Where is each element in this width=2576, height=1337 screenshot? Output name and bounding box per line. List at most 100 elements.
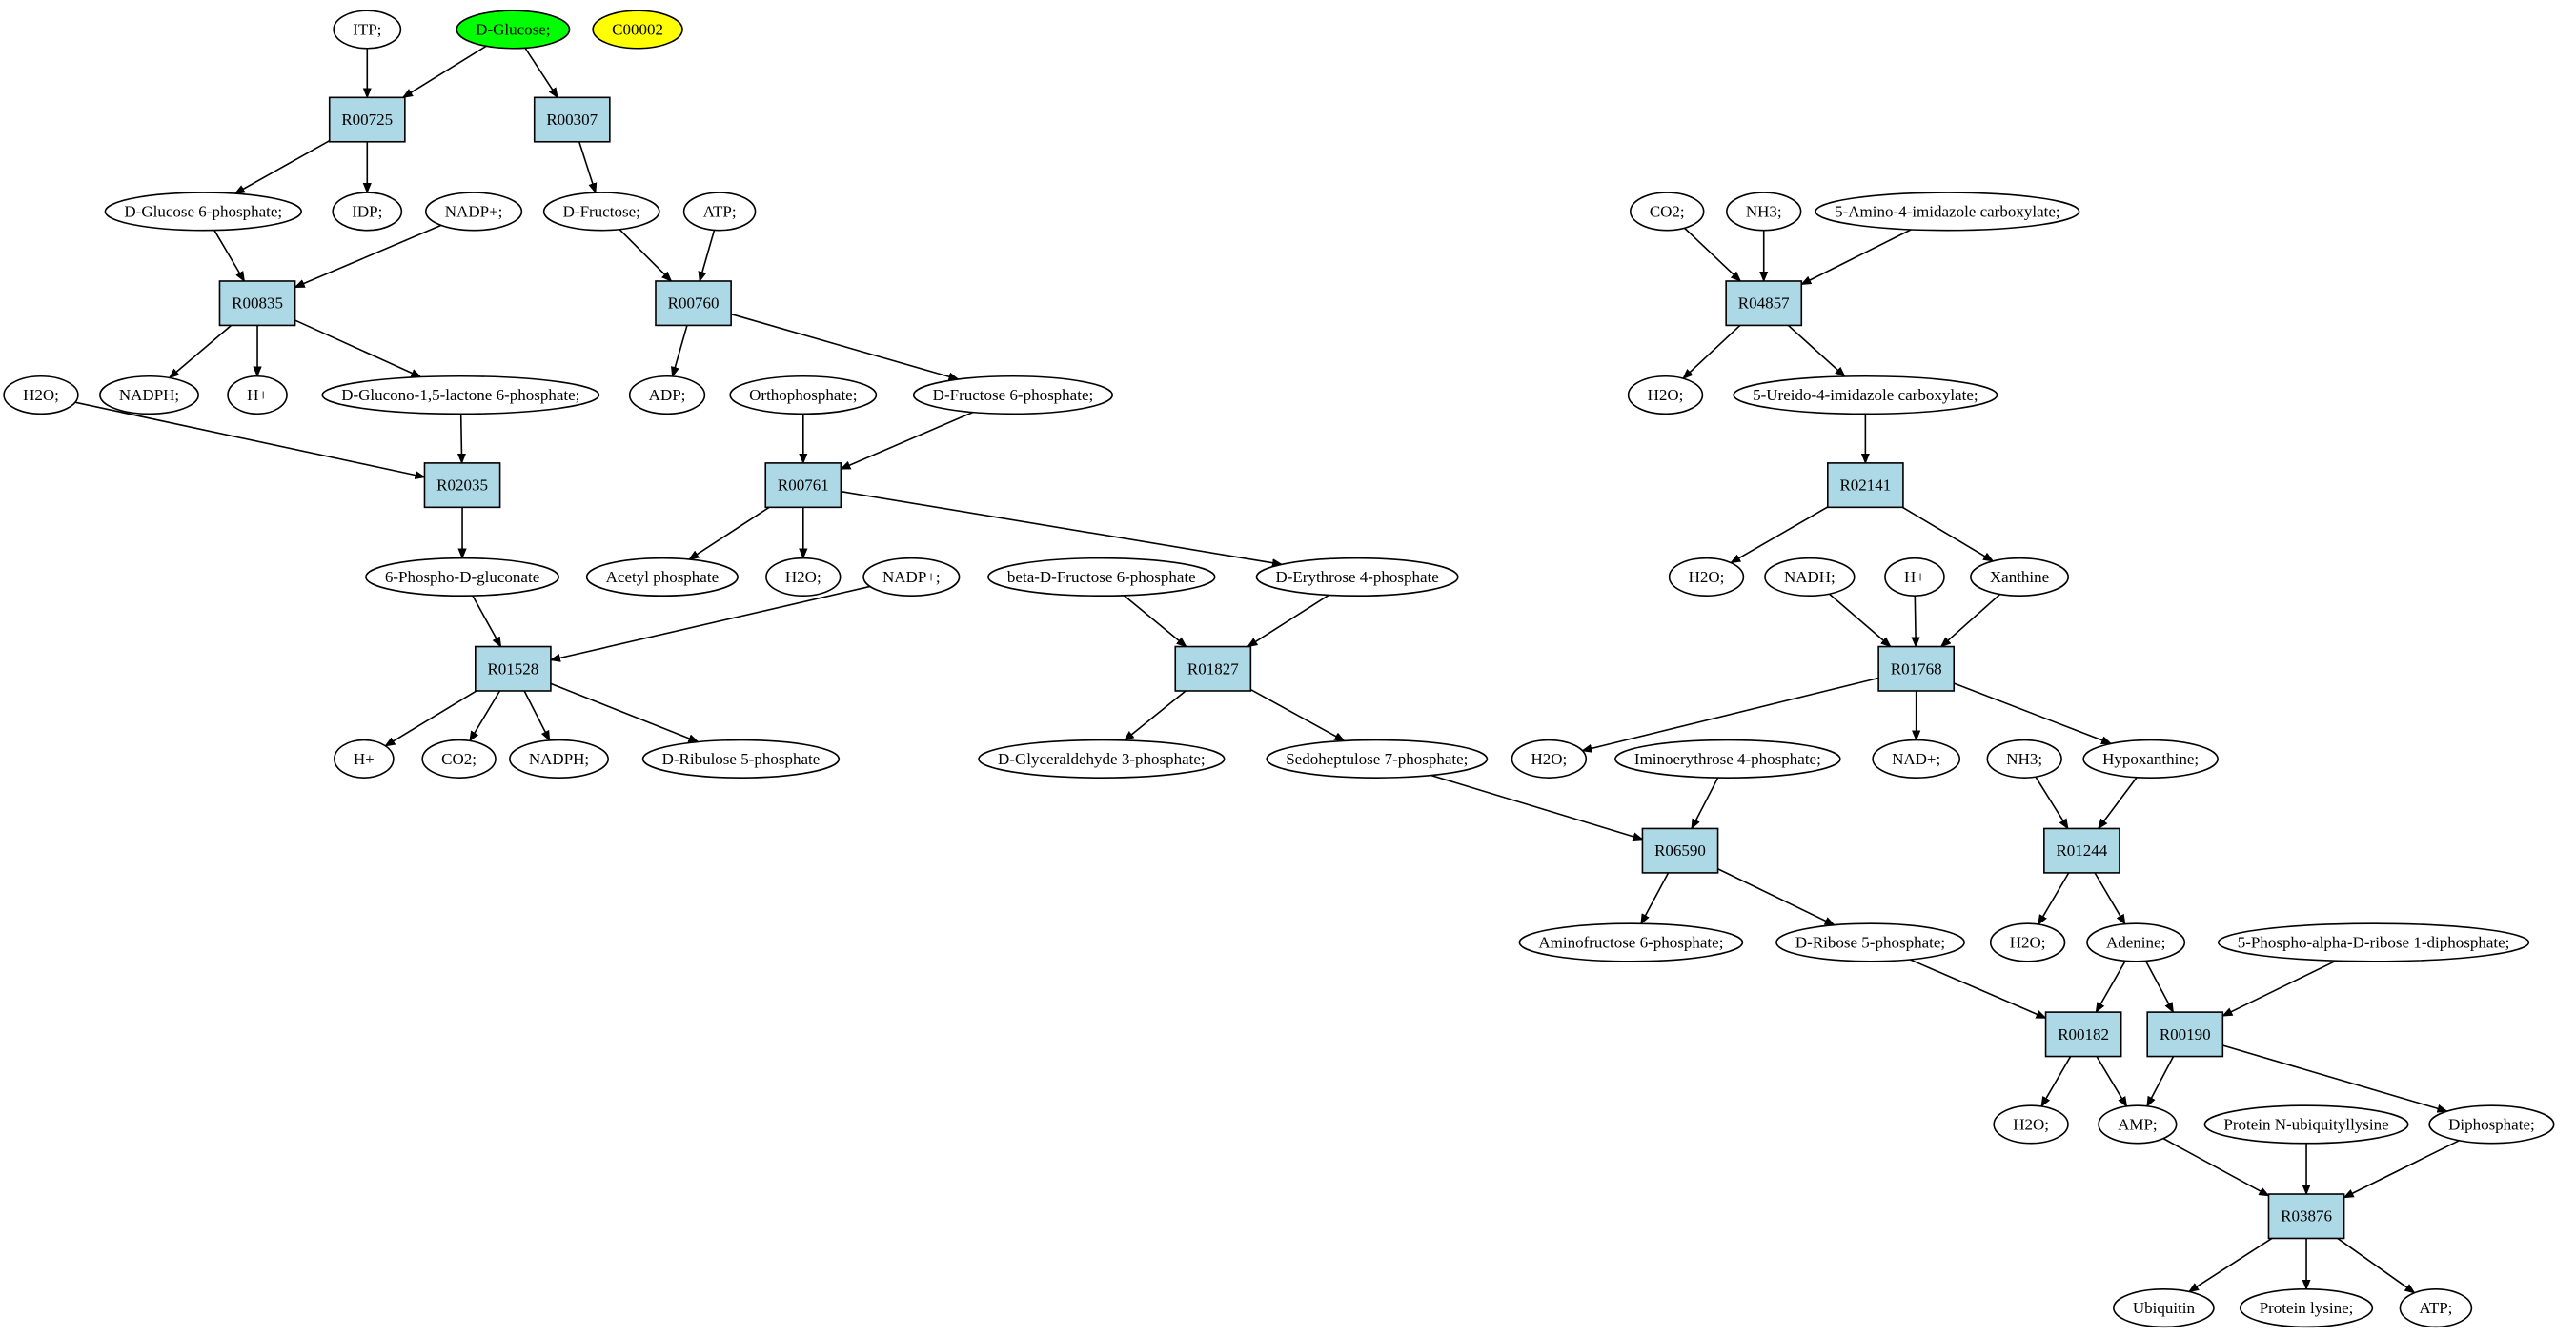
compound-node-adp[interactable]: ADP; xyxy=(628,375,706,415)
compound-node-h2o_c[interactable]: H2O; xyxy=(1627,375,1704,415)
edge-phosphogluconate-to-r01528 xyxy=(472,595,502,646)
compound-node-hplus3[interactable]: H+ xyxy=(1884,557,1945,598)
compound-node-imino[interactable]: Iminoerythrose 4-phosphate; xyxy=(1614,739,1841,779)
reaction-node-r02035[interactable]: R02035 xyxy=(423,462,501,509)
compound-node-dglucose[interactable]: D-Glucose; xyxy=(456,10,571,50)
reaction-node-r00761[interactable]: R00761 xyxy=(764,462,842,509)
compound-node-adenine[interactable]: Adenine; xyxy=(2086,922,2186,962)
compound-node-acetylphos[interactable]: Acetyl phosphate xyxy=(585,557,739,598)
compound-ellipse xyxy=(1614,739,1841,779)
edge-de4p-to-r01827 xyxy=(1247,594,1329,646)
compound-node-sedo7p[interactable]: Sedoheptulose 7-phosphate; xyxy=(1266,739,1489,779)
compound-ellipse xyxy=(2203,1104,2409,1145)
node-label: Diphosphate; xyxy=(2448,1115,2535,1133)
compound-node-idp[interactable]: IDP; xyxy=(332,192,403,232)
reaction-node-r00835[interactable]: R00835 xyxy=(218,280,296,327)
reaction-node-r00190[interactable]: R00190 xyxy=(2146,1011,2224,1058)
compound-node-h2o_a[interactable]: H2O; xyxy=(3,375,79,415)
compound-node-h2o_d[interactable]: H2O; xyxy=(1668,557,1745,598)
compound-node-nadh[interactable]: NADH; xyxy=(1764,557,1856,598)
reaction-node-r01827[interactable]: R01827 xyxy=(1174,645,1252,692)
reaction-node-r01528[interactable]: R01528 xyxy=(474,645,552,692)
node-label: R00725 xyxy=(341,111,393,129)
edge-r00190-to-amp xyxy=(2146,1056,2175,1106)
compound-ellipse xyxy=(99,375,199,415)
compound-node-phosphogluconate[interactable]: 6-Phospho-D-gluconate xyxy=(365,557,560,598)
reaction-node-r00760[interactable]: R00760 xyxy=(655,280,732,327)
compound-node-c00002[interactable]: C00002 xyxy=(592,10,683,50)
compound-node-hplus2[interactable]: H+ xyxy=(334,739,395,779)
compound-node-nh3_a[interactable]: NH3; xyxy=(1726,192,1802,232)
node-label: Sedoheptulose 7-phosphate; xyxy=(1286,750,1468,768)
compound-node-h2o_f[interactable]: H2O; xyxy=(1989,922,2066,962)
edge-r03876-to-atp2 xyxy=(2337,1237,2415,1292)
compound-node-aminofructose[interactable]: Aminofructose 6-phosphate; xyxy=(1518,922,1744,962)
reaction-node-r06590[interactable]: R06590 xyxy=(1641,827,1719,874)
compound-node-de4p[interactable]: D-Erythrose 4-phosphate xyxy=(1255,557,1459,598)
edge-nadp2-to-r01528 xyxy=(551,585,871,659)
compound-node-ureido[interactable]: 5-Ureido-4-imidazole carboxylate; xyxy=(1733,375,1998,415)
reaction-node-r00307[interactable]: R00307 xyxy=(533,96,611,143)
compound-node-diphosphate[interactable]: Diphosphate; xyxy=(2428,1104,2555,1145)
compound-node-xanthine[interactable]: Xanthine xyxy=(1970,557,2069,598)
compound-node-hypoxanthine[interactable]: Hypoxanthine; xyxy=(2082,739,2219,779)
compound-node-dfructose[interactable]: D-Fructose; xyxy=(542,192,660,232)
edge-r01827-to-sedo7p xyxy=(1249,688,1344,742)
compound-node-protlysine[interactable]: Protein lysine; xyxy=(2239,1287,2374,1328)
reaction-node-r03876[interactable]: R03876 xyxy=(2267,1193,2345,1240)
compound-node-hplus1[interactable]: H+ xyxy=(227,375,288,415)
reaction-node-r02141[interactable]: R02141 xyxy=(1827,462,1904,509)
compound-node-nadp1[interactable]: NADP+; xyxy=(424,192,523,232)
compound-node-orthophos[interactable]: Orthophosphate; xyxy=(729,375,878,415)
node-label: CO2; xyxy=(441,750,477,768)
compound-node-nh3_b[interactable]: NH3; xyxy=(1986,739,2062,779)
compound-node-df6p[interactable]: D-Fructose 6-phosphate; xyxy=(912,375,1114,415)
compound-node-aica[interactable]: 5-Amino-4-imidazole carboxylate; xyxy=(1815,192,2080,232)
edge-r01528-to-hplus2 xyxy=(385,690,477,746)
reaction-node-r01244[interactable]: R01244 xyxy=(2043,827,2120,874)
compound-node-dribulose[interactable]: D-Ribulose 5-phosphate xyxy=(641,739,841,779)
reaction-box xyxy=(1174,645,1252,692)
compound-ellipse xyxy=(333,10,402,50)
node-label: D-Fructose; xyxy=(563,202,640,220)
reaction-box xyxy=(328,96,406,143)
node-label: R00761 xyxy=(778,476,829,495)
reaction-node-r00182[interactable]: R00182 xyxy=(2044,1011,2122,1058)
node-label: NADPH; xyxy=(119,386,179,404)
compound-node-h2o_e[interactable]: H2O; xyxy=(1511,739,1588,779)
compound-node-nadph2[interactable]: NADPH; xyxy=(509,739,609,779)
compound-node-dg3p[interactable]: D-Glyceraldehyde 3-phosphate; xyxy=(978,739,1226,779)
compound-node-h2o_b[interactable]: H2O; xyxy=(765,557,842,598)
reaction-node-r00725[interactable]: R00725 xyxy=(328,96,406,143)
node-label: D-Fructose 6-phosphate; xyxy=(933,386,1094,404)
compound-node-protubiq[interactable]: Protein N-ubiquityllysine xyxy=(2203,1104,2409,1145)
compound-node-betadf6p[interactable]: beta-D-Fructose 6-phosphate xyxy=(987,557,1216,598)
compound-node-itp[interactable]: ITP; xyxy=(333,10,402,50)
edge-r01528-to-co2_a xyxy=(470,690,501,740)
compound-node-atp2[interactable]: ATP; xyxy=(2399,1287,2473,1328)
compound-node-amp[interactable]: AMP; xyxy=(2098,1104,2178,1145)
compound-ellipse xyxy=(862,557,961,598)
compound-node-prpp[interactable]: 5-Phospho-alpha-D-ribose 1-diphosphate; xyxy=(2217,922,2530,962)
compound-node-dribose5p[interactable]: D-Ribose 5-phosphate; xyxy=(1775,922,1965,962)
compound-node-h2o_g[interactable]: H2O; xyxy=(1993,1104,2069,1145)
edge-hplus3-to-r01768 xyxy=(1915,596,1916,646)
edge-adenine-to-r00190 xyxy=(2144,960,2175,1012)
compound-node-dglucono[interactable]: D-Glucono-1,5-lactone 6-phosphate; xyxy=(321,375,600,415)
reaction-node-r01768[interactable]: R01768 xyxy=(1877,645,1956,692)
compound-node-atp1[interactable]: ATP; xyxy=(682,192,757,232)
compound-node-nadph1[interactable]: NADPH; xyxy=(99,375,199,415)
compound-node-nadplus[interactable]: NAD+; xyxy=(1872,739,1961,779)
compound-ellipse xyxy=(1970,557,2069,598)
node-label: NADPH; xyxy=(529,750,589,768)
edge-r00725-to-dg6p xyxy=(235,140,331,194)
compound-node-co2_a[interactable]: CO2; xyxy=(421,739,497,779)
edge-r00761-to-acetylphos xyxy=(689,506,770,559)
compound-node-ubiquitin[interactable]: Ubiquitin xyxy=(2113,1287,2215,1328)
compound-node-dg6p[interactable]: D-Glucose 6-phosphate; xyxy=(104,192,302,232)
reaction-node-r04857[interactable]: R04857 xyxy=(1725,280,1803,327)
compound-node-co2_b[interactable]: CO2; xyxy=(1630,192,1705,232)
compound-node-nadp2[interactable]: NADP+; xyxy=(862,557,961,598)
